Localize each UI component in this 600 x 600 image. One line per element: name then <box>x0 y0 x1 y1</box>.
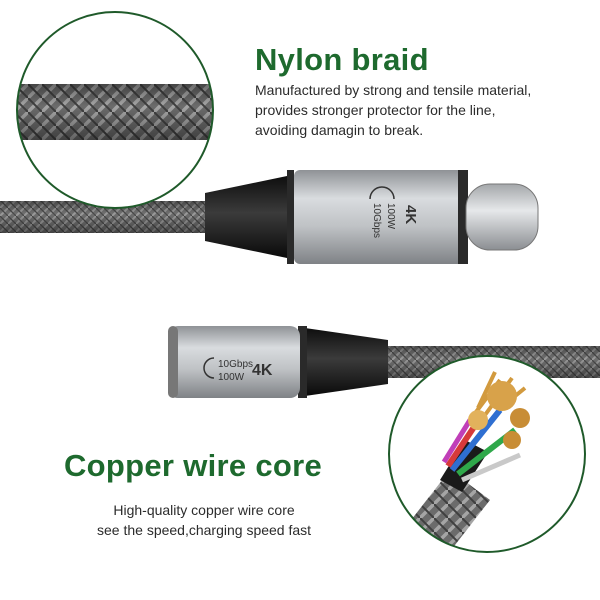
male-4k-label: 4K <box>402 205 419 224</box>
copper-desc-line: High-quality copper wire core <box>113 502 295 518</box>
copper-desc-line: see the speed,charging speed fast <box>97 522 312 538</box>
female-spec-label: 10Gbps 100W 4K <box>203 357 273 383</box>
male-speed-label: 10Gbps <box>371 203 382 238</box>
copper-core-title: Copper wire core <box>64 448 323 483</box>
female-4k-label: 4K <box>252 362 273 379</box>
copper-core-icon <box>388 355 586 553</box>
nylon-braid-title: Nylon braid <box>255 42 429 77</box>
nylon-desc-line: Manufactured by strong and tensile mater… <box>255 82 532 98</box>
male-power-label: 100W <box>385 203 396 230</box>
female-power-label: 100W <box>218 372 245 383</box>
nylon-desc-line: provides stronger protector for the line… <box>255 102 496 118</box>
female-speed-label: 10Gbps <box>218 359 253 370</box>
nylon-desc-line: avoiding damagin to break. <box>255 122 424 138</box>
nylon-braid-description: Manufactured by strong and tensile mater… <box>255 80 531 140</box>
male-cable <box>0 170 539 264</box>
male-spec-label: 4K 100W 10Gbps <box>369 186 419 238</box>
copper-core-description: High-quality copper wire core see the sp… <box>97 500 311 540</box>
cable-magnifier-icon <box>16 11 214 209</box>
